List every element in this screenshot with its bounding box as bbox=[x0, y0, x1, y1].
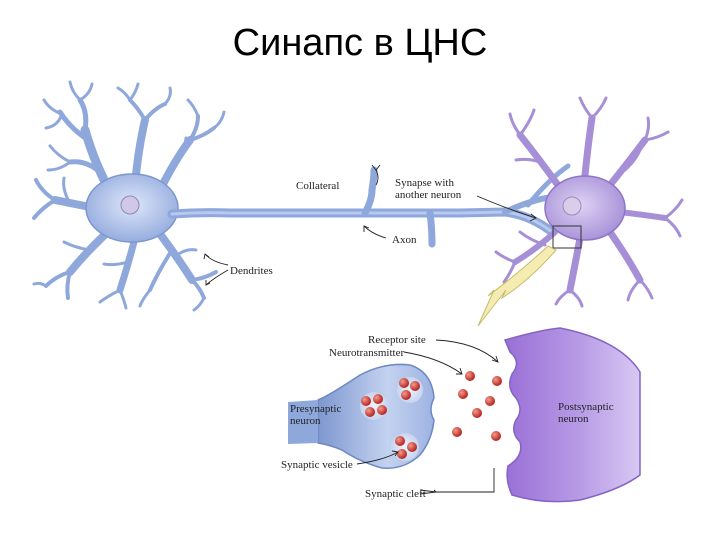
neurotransmitter-molecule bbox=[452, 427, 462, 437]
label-synaptic-cleft: Synaptic cleft bbox=[365, 488, 426, 500]
vesicle-pocket bbox=[434, 404, 446, 416]
vesicle bbox=[365, 407, 375, 417]
purple-soma bbox=[544, 175, 626, 241]
vesicle bbox=[410, 381, 420, 391]
leader-lines bbox=[203, 164, 537, 495]
vesicle bbox=[397, 449, 407, 459]
axon bbox=[167, 207, 557, 237]
neurotransmitter-molecule bbox=[492, 376, 502, 386]
vesicle bbox=[373, 394, 383, 404]
vesicle bbox=[377, 405, 387, 415]
neurotransmitter-molecule bbox=[472, 408, 482, 418]
neurotransmitters bbox=[452, 371, 502, 441]
postsynaptic-neuron bbox=[494, 96, 684, 308]
label-postsynaptic-line1: Postsynaptic bbox=[558, 401, 614, 413]
collateral-branch bbox=[361, 166, 378, 217]
neurotransmitter-molecule bbox=[485, 396, 495, 406]
label-neurotransmitter: Neurotransmitter bbox=[329, 347, 404, 359]
neurotransmitter-molecule bbox=[458, 389, 468, 399]
postsynaptic-terminal bbox=[503, 327, 641, 503]
label-receptor-site: Receptor site bbox=[368, 334, 426, 346]
blue-nucleus bbox=[120, 195, 140, 215]
label-axon: Axon bbox=[392, 234, 417, 246]
presynaptic-neuron bbox=[32, 80, 571, 312]
vesicle bbox=[361, 396, 371, 406]
neurotransmitter-molecule bbox=[465, 371, 475, 381]
vesicle bbox=[395, 436, 405, 446]
blue-dendrites bbox=[32, 80, 226, 312]
label-synapse-line1: Synapse with bbox=[395, 177, 454, 189]
label-synaptic-vesicle: Synaptic vesicle bbox=[281, 459, 353, 471]
neurotransmitter-molecule bbox=[491, 431, 501, 441]
vesicles bbox=[361, 378, 420, 459]
zoom-arrow bbox=[477, 245, 557, 327]
zoomed-synapse bbox=[288, 327, 641, 503]
label-dendrites: Dendrites bbox=[230, 265, 273, 277]
vesicle bbox=[401, 390, 411, 400]
axon-to-dendrite bbox=[525, 163, 571, 208]
label-synapse-line2: another neuron bbox=[395, 189, 462, 201]
label-collateral: Collateral bbox=[296, 180, 339, 192]
axon-branch bbox=[426, 209, 436, 248]
magnify-box bbox=[552, 225, 582, 249]
label-presynaptic-line1: Presynaptic bbox=[290, 403, 341, 415]
vesicle bbox=[399, 378, 409, 388]
label-postsynaptic-line2: neuron bbox=[558, 413, 589, 425]
purple-nucleus bbox=[562, 196, 582, 216]
label-presynaptic-line2: neuron bbox=[290, 415, 321, 427]
slide-title: Синапс в ЦНС bbox=[232, 22, 488, 64]
vesicle bbox=[407, 442, 417, 452]
